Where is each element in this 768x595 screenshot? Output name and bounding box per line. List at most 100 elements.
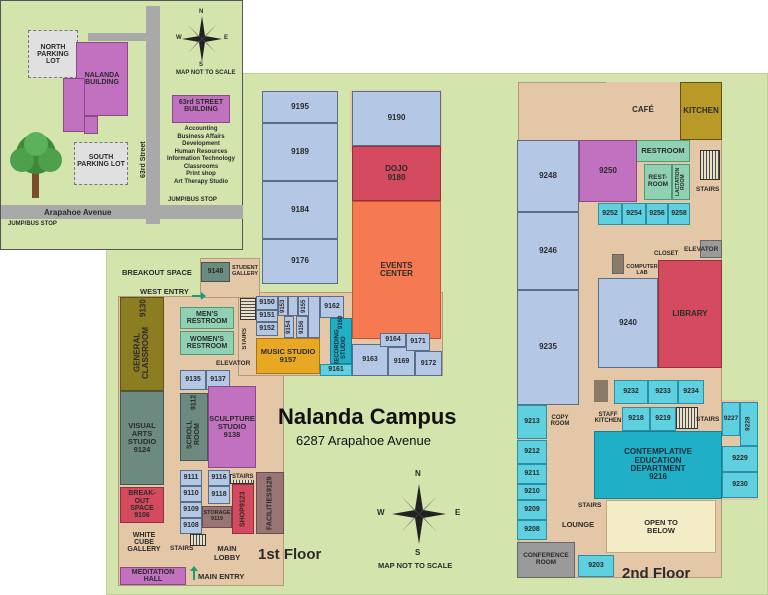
room-breakout-space[interactable]: BREAK-OUT SPACE 9106 — [120, 487, 164, 523]
room-9209[interactable]: 9209 — [517, 500, 547, 520]
compass-s: S — [415, 548, 421, 557]
room-9218[interactable]: 9218 — [622, 407, 650, 431]
room-9108[interactable]: 9108 — [180, 518, 202, 534]
room-9208[interactable]: 9208 — [517, 520, 547, 540]
copy-room[interactable]: COPY ROOM — [547, 407, 573, 435]
staff-kitchen[interactable]: STAFF KITCHEN — [594, 407, 622, 429]
room-9176[interactable]: 9176 — [262, 239, 338, 284]
room-9210[interactable]: 9210 — [517, 484, 547, 500]
room-9171[interactable]: 9171 — [406, 333, 430, 351]
restroom[interactable]: RESTROOM — [636, 140, 690, 162]
sculpture-studio-label: SCULPTURE STUDIO — [209, 414, 255, 432]
nalanda-building-label: NALANDA BUILDING — [84, 72, 120, 86]
building-63rd-list: Accounting Business Affairs Development … — [160, 126, 242, 186]
dojo-label: DOJO — [385, 164, 408, 174]
building-63rd-item: Art Therapy Studio — [173, 178, 228, 185]
room-9203[interactable]: 9203 — [578, 555, 614, 577]
room-facilities[interactable]: FACILITIES 9129 — [256, 472, 284, 534]
room-9212[interactable]: 9212 — [517, 440, 547, 464]
room-sculpture-studio[interactable]: SCULPTURE STUDIO 9138 — [208, 386, 256, 468]
lactation-room[interactable]: LACTATION ROOM — [672, 164, 690, 200]
room-9163[interactable]: 9163 — [352, 344, 388, 376]
main-lobby-label: MAIN LOBBY — [214, 544, 241, 562]
room-9116[interactable]: 9116 — [208, 470, 230, 486]
room-9240[interactable]: 9240 — [598, 278, 658, 368]
stairs-label: STAIRS — [232, 474, 254, 480]
building-63rd-item: Classrooms — [183, 163, 219, 170]
room-9227[interactable]: 9227 — [722, 402, 740, 436]
room-kitchen[interactable]: KITCHEN — [680, 82, 722, 140]
room-meditation-hall[interactable]: MEDITATION HALL — [120, 567, 186, 585]
room-9219[interactable]: 9219 — [650, 407, 676, 431]
room-9109[interactable]: 9109 — [180, 502, 202, 518]
room-9152[interactable]: 9152 — [256, 322, 278, 336]
scroll-room-label: SCROLL ROOM — [186, 420, 201, 449]
room-contemplative-education[interactable]: CONTEMPLATIVE EDUCATION DEPARTMENT 9216 — [594, 431, 722, 499]
room-9162[interactable]: 9162 — [320, 296, 344, 318]
room-9250[interactable]: 9250 — [579, 140, 637, 202]
room-general-classroom[interactable]: GENERAL CLASSROOM 9130 — [120, 297, 164, 391]
room-9254[interactable]: 9254 — [622, 203, 646, 225]
floor1-label: 1st Floor — [258, 546, 322, 563]
room-9213[interactable]: 9213 — [517, 405, 547, 439]
womens-restroom[interactable]: WOMEN'S RESTROOM — [180, 331, 234, 355]
room-9228[interactable]: 9228 — [740, 402, 758, 446]
stairs-label: STAIRS — [242, 328, 248, 350]
room-9164[interactable]: 9164 — [380, 333, 406, 347]
room-9172[interactable]: 9172 — [415, 351, 442, 376]
room-9256[interactable]: 9256 — [646, 203, 668, 225]
room-library[interactable]: LIBRARY — [658, 260, 722, 368]
room-scroll-room[interactable]: SCROLL ROOM 9112 — [180, 393, 208, 461]
room-9148[interactable]: 9148 — [201, 262, 230, 282]
compass-e: E — [224, 35, 229, 41]
room-9184[interactable]: 9184 — [262, 181, 338, 239]
room-9151[interactable]: 9151 — [256, 310, 278, 322]
mens-restroom[interactable]: MEN'S RESTROOM — [180, 307, 234, 329]
compass-s: S — [199, 62, 204, 68]
room-visual-arts-studio[interactable]: VISUAL ARTS STUDIO 9124 — [120, 391, 164, 485]
room-9190[interactable]: 9190 — [352, 91, 441, 146]
room-9150[interactable]: 9150 — [256, 296, 278, 310]
room-9153[interactable]: 9153 — [278, 296, 288, 316]
room-events-center[interactable]: EVENTS CENTER — [352, 201, 441, 339]
room-9234[interactable]: 9234 — [678, 380, 704, 404]
room-9248[interactable]: 9248 — [517, 140, 579, 212]
room-9169[interactable]: 9169 — [388, 347, 415, 376]
room-9154[interactable]: 9154 — [284, 316, 294, 338]
room-9161[interactable]: 9161 — [320, 364, 352, 376]
room-9189[interactable]: 9189 — [262, 123, 338, 181]
room-9235[interactable]: 9235 — [517, 290, 579, 405]
breakout-space-number: 9106 — [134, 512, 150, 520]
room-cafe[interactable]: CAFÉ — [606, 82, 680, 138]
room-9111[interactable]: 9111 — [180, 470, 202, 486]
white-cube-gallery-label: WHITE CUBE GALLERY — [127, 532, 161, 553]
stairs-label: STAIRS — [696, 416, 720, 423]
room-9211[interactable]: 9211 — [517, 464, 547, 484]
restroom-2[interactable]: REST-ROOM — [644, 164, 672, 200]
room-shop[interactable]: SHOP 9123 — [232, 484, 254, 534]
room-9246[interactable]: 9246 — [517, 212, 579, 290]
room-music-studio[interactable]: MUSIC STUDIO 9157 — [256, 338, 320, 374]
room-9229[interactable]: 9229 — [722, 446, 758, 472]
road-63rd-street — [146, 6, 160, 224]
room-9252[interactable]: 9252 — [598, 203, 622, 225]
compass-n: N — [415, 469, 421, 478]
room-dojo[interactable]: DOJO 9180 — [352, 146, 441, 201]
room-9258[interactable]: 9258 — [668, 203, 690, 225]
conference-room[interactable]: CONFERENCE ROOM — [517, 542, 575, 578]
room-9195[interactable]: 9195 — [262, 91, 338, 123]
stairs-icon — [676, 407, 698, 429]
room-9233[interactable]: 9233 — [648, 380, 678, 404]
room-9110[interactable]: 9110 — [180, 486, 202, 502]
building-63rd — [172, 95, 230, 123]
room-9156[interactable]: 9156 — [296, 316, 308, 338]
student-gallery[interactable]: STUDENT GALLERY — [231, 265, 259, 277]
room-9232[interactable]: 9232 — [614, 380, 648, 404]
room-9135[interactable]: 9135 — [180, 370, 206, 390]
room-recording-studio[interactable]: RECORDING STUDIO 9160 — [330, 316, 352, 366]
room-storage[interactable]: STORAGE 9119 — [202, 506, 232, 528]
tree-icon — [8, 130, 64, 198]
room-9230[interactable]: 9230 — [722, 472, 758, 498]
room-9118[interactable]: 9118 — [208, 486, 230, 504]
street-63rd-label: 63rd Street — [140, 141, 147, 178]
